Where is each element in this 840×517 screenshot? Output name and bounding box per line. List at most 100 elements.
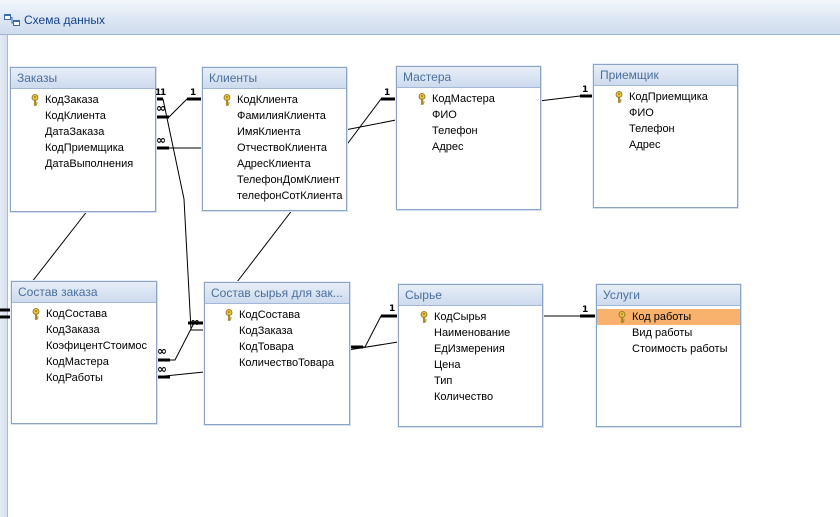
- table-field[interactable]: Стоимость работы: [597, 341, 740, 357]
- relationships-icon: [4, 13, 20, 27]
- field-label: КодЗаказа: [45, 94, 99, 106]
- table-field[interactable]: КодРаботы: [12, 370, 156, 386]
- table-field[interactable]: ТелефонДомКлиент: [203, 172, 346, 188]
- field-label: КодЗаказа: [239, 325, 293, 337]
- table-field[interactable]: КодТовара: [205, 339, 349, 355]
- table-field[interactable]: Код работы: [597, 309, 740, 325]
- table-field[interactable]: КодМастера: [12, 354, 156, 370]
- table-field[interactable]: Вид работы: [597, 325, 740, 341]
- table-field[interactable]: Адрес: [397, 139, 540, 155]
- field-label: КодСырья: [434, 311, 487, 323]
- table-title[interactable]: Сырье: [399, 285, 542, 306]
- table-field[interactable]: Количество: [399, 389, 542, 405]
- field-label: КодТовара: [239, 341, 294, 353]
- table-field[interactable]: КодСостава: [12, 306, 156, 322]
- primary-key-icon: [618, 311, 626, 323]
- table-field[interactable]: КодЗаказа: [205, 323, 349, 339]
- cardinality-many-label: ∞: [156, 133, 166, 147]
- table-field[interactable]: ИмяКлиента: [203, 124, 346, 140]
- field-label: КодРаботы: [46, 372, 103, 384]
- table-field[interactable]: КодСырья: [399, 309, 542, 325]
- table-field[interactable]: КодЗаказа: [12, 322, 156, 338]
- field-label: Количество: [434, 391, 494, 403]
- table-field[interactable]: ФИО: [397, 107, 540, 123]
- table-title[interactable]: Состав сырья для зак...: [205, 283, 349, 304]
- table-field[interactable]: КодКлиента: [203, 92, 346, 108]
- cardinality-one-label: 1: [384, 88, 391, 98]
- table-field[interactable]: ФамилияКлиента: [203, 108, 346, 124]
- field-label: Наименование: [434, 327, 511, 339]
- table-field[interactable]: ДатаВыполнения: [11, 156, 155, 172]
- primary-key-icon: [615, 91, 623, 103]
- tab-data-schema[interactable]: Схема данных: [4, 6, 144, 34]
- table-field[interactable]: Наименование: [399, 325, 542, 341]
- cardinality-many-label: ∞: [157, 344, 167, 358]
- table-title[interactable]: Состав заказа: [12, 282, 156, 303]
- field-label: ФамилияКлиента: [237, 110, 326, 122]
- field-label: Цена: [434, 359, 461, 371]
- field-label: Вид работы: [632, 327, 693, 339]
- table-field[interactable]: КодКлиента: [11, 108, 155, 124]
- field-label: КодКлиента: [237, 94, 298, 106]
- table-title[interactable]: Заказы: [11, 68, 155, 89]
- field-label: Телефон: [629, 123, 675, 135]
- table-field[interactable]: Телефон: [594, 121, 737, 137]
- table-field[interactable]: КодСостава: [205, 307, 349, 323]
- field-label: КодСостава: [46, 308, 108, 320]
- primary-key-icon: [420, 311, 428, 323]
- document-tab-bar: Схема данных: [0, 0, 840, 35]
- field-label: КоличествоТовара: [239, 357, 335, 369]
- primary-key-icon: [223, 94, 231, 106]
- table-title[interactable]: Мастера: [397, 67, 540, 88]
- cardinality-one-label: 1: [582, 305, 589, 315]
- table-title[interactable]: Услуги: [597, 285, 740, 306]
- field-label: КодСостава: [239, 309, 301, 321]
- field-label: ОтчествоКлиента: [237, 142, 328, 154]
- table-field[interactable]: КоэфицентСтоимос: [12, 338, 156, 354]
- field-label: телефонСотКлиента: [237, 190, 343, 202]
- cardinality-many-label: ∞: [190, 315, 200, 329]
- table-field[interactable]: ЕдИзмерения: [399, 341, 542, 357]
- table-field[interactable]: Цена: [399, 357, 542, 373]
- table-field[interactable]: Адрес: [594, 137, 737, 153]
- table-field[interactable]: КоличествоТовара: [205, 355, 349, 371]
- table-field[interactable]: ФИО: [594, 105, 737, 121]
- field-label: Адрес: [629, 139, 661, 151]
- field-label: ФИО: [629, 107, 654, 119]
- cardinality-one-label: 1: [155, 88, 162, 98]
- cardinality-many-label: ∞: [156, 101, 166, 115]
- field-label: ТелефонДомКлиент: [237, 174, 341, 186]
- cardinality-one-label: 1: [582, 85, 589, 95]
- field-label: Тип: [434, 375, 453, 387]
- field-label: Стоимость работы: [632, 343, 728, 355]
- table-title[interactable]: Клиенты: [203, 68, 346, 89]
- tab-label: Схема данных: [24, 13, 106, 27]
- table-field[interactable]: Телефон: [397, 123, 540, 139]
- primary-key-icon: [32, 308, 40, 320]
- table-field[interactable]: телефонСотКлиента: [203, 188, 346, 204]
- cardinality-one-label: 1: [389, 304, 396, 314]
- table-field[interactable]: КодЗаказа: [11, 92, 155, 108]
- table-field[interactable]: АдресКлиента: [203, 156, 346, 172]
- table-field[interactable]: ОтчествоКлиента: [203, 140, 346, 156]
- table-field[interactable]: ДатаЗаказа: [11, 124, 155, 140]
- table-field[interactable]: Тип: [399, 373, 542, 389]
- table-field[interactable]: КодПриемщика: [11, 140, 155, 156]
- field-label: ФИО: [432, 109, 457, 121]
- table-field[interactable]: КодПриемщика: [594, 89, 737, 105]
- table-title[interactable]: Приемщик: [594, 65, 737, 86]
- field-label: Телефон: [432, 125, 478, 137]
- table-field[interactable]: КодМастера: [397, 91, 540, 107]
